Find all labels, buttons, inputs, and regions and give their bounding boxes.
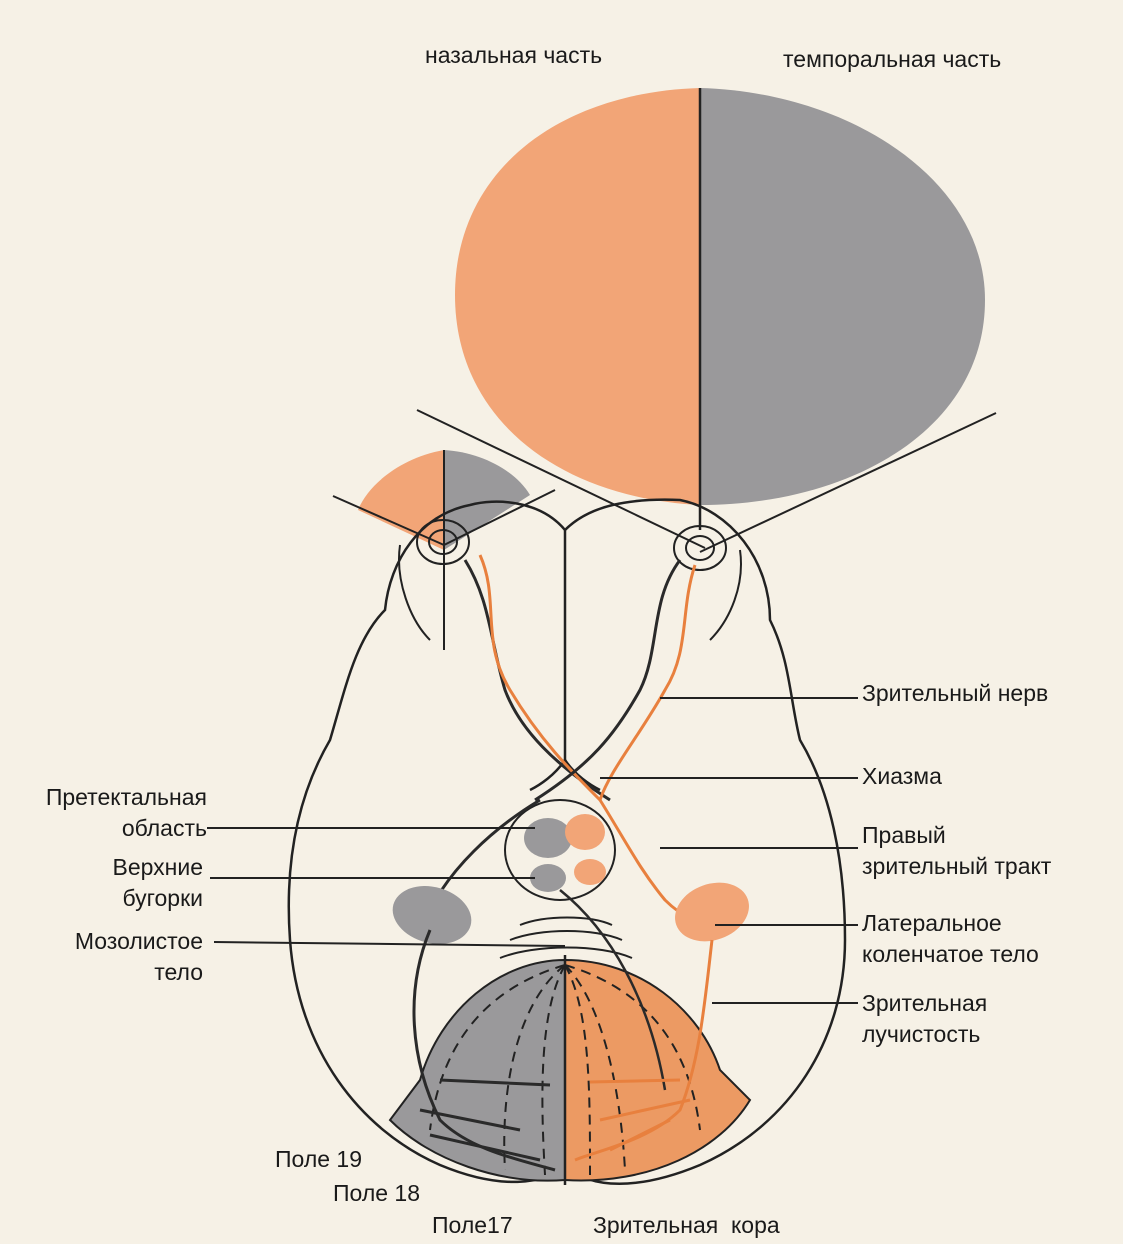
visual-cortex-label: Зрительная кора — [593, 1210, 780, 1241]
nasal-label: назальная часть — [425, 40, 602, 71]
temporal-label: темпоральная часть — [783, 44, 1001, 75]
colliculi-grey — [530, 864, 566, 892]
right-optic-nerve-orange — [600, 565, 695, 800]
right-optic-nerve — [535, 560, 680, 800]
small-field-temporal — [444, 450, 530, 550]
field-19-label: Поле 19 — [275, 1144, 362, 1175]
visual-field-temporal-half — [700, 88, 985, 505]
left-optic-nerve — [465, 560, 610, 800]
visual-field-nasal-half — [455, 88, 700, 505]
optic-nerve-label: Зрительный нерв — [862, 678, 1048, 709]
pretectal-grey — [524, 818, 572, 858]
small-visual-field — [358, 450, 530, 650]
left-lgn — [386, 878, 478, 953]
visual-field — [455, 88, 985, 530]
chiasm-label: Хиазма — [862, 761, 942, 792]
right-lgn — [667, 873, 758, 952]
cortex-right-orange — [565, 960, 750, 1180]
colliculi-orange — [574, 859, 606, 885]
field-17-label: Поле17 — [432, 1210, 513, 1241]
frontal-structure — [530, 530, 600, 790]
corpus-callosum — [500, 918, 632, 959]
field-18-label: Поле 18 — [333, 1178, 420, 1209]
pretectal-orange — [565, 814, 605, 850]
